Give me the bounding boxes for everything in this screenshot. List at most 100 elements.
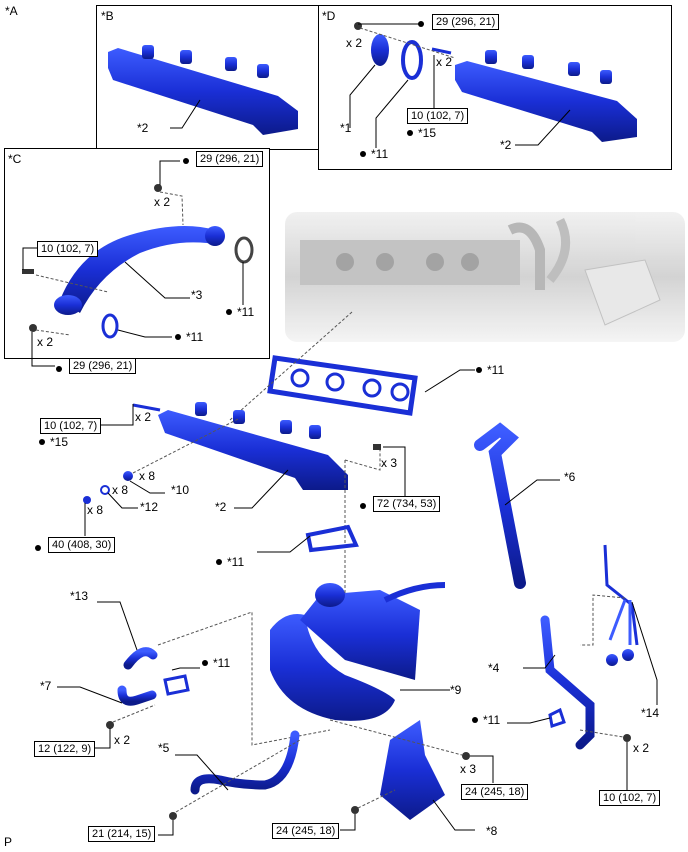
egr-pipe-3 <box>54 226 225 315</box>
figure-code-label: P <box>4 835 13 849</box>
quantity-stud-main: x 2 <box>135 410 152 424</box>
panel-d-label: *D <box>322 9 336 23</box>
torque-box-bolt24: 24 (245, 18) <box>461 784 529 800</box>
callout-part-6: *6 <box>564 470 576 484</box>
torque-spec-d-nut <box>418 18 429 31</box>
bullet-nut-main <box>35 542 46 555</box>
bullet-icon <box>418 20 424 27</box>
cover-plate-1 <box>371 34 389 66</box>
callout-part-2-b: *2 <box>137 121 149 135</box>
callout-part-13: *13 <box>70 589 89 603</box>
bullet-icon <box>360 150 366 157</box>
callout-part-11-d-text: *11 <box>371 147 389 161</box>
water-pipe-4 <box>540 615 595 750</box>
gasket-d <box>401 40 423 80</box>
callout-gasket-right-text: *11 <box>483 713 501 727</box>
torque-box-nut-main: 40 (408, 30) <box>48 537 116 553</box>
bullet-c-bottom <box>56 363 67 376</box>
callout-part-11-d: *11 <box>360 148 388 161</box>
callout-part-15-d: *15 <box>407 127 436 140</box>
bullet-icon <box>35 544 41 551</box>
torque-box-c-bolt: 10 (102, 7) <box>37 241 99 257</box>
bullet-icon <box>39 438 45 445</box>
quantity-bolt24: x 3 <box>460 762 477 776</box>
callout-gasket-top: *11 <box>476 364 504 377</box>
callout-part-5: *5 <box>158 741 170 755</box>
quantity-c-bottom: x 2 <box>37 335 54 349</box>
engine-block-illustration <box>285 212 685 342</box>
gasket-c-bottom <box>101 313 119 339</box>
callout-part-11-c-bottom-text: *11 <box>186 330 204 344</box>
exhaust-manifold-main <box>158 402 348 490</box>
pipe-7 <box>117 685 157 706</box>
bullet-icon <box>476 366 482 373</box>
callout-part-10: *10 <box>171 483 190 497</box>
bullet-icon <box>216 558 222 565</box>
water-pipe-6 <box>474 422 526 589</box>
callout-part-15-main: *15 <box>39 436 68 449</box>
bullet-icon <box>183 157 189 164</box>
torque-box-bolt12: 12 (122, 9) <box>34 741 96 757</box>
bullet-icon <box>360 502 366 509</box>
callout-part-11-c-right: *11 <box>226 306 254 319</box>
panel-c-label: *C <box>8 152 22 166</box>
callout-gasket-left-text: *11 <box>213 656 231 670</box>
callout-part-1-d: *1 <box>340 121 352 135</box>
torque-box-bolt21: 21 (214, 15) <box>88 826 156 842</box>
bullet-icon <box>175 333 181 340</box>
quantity-nut-main: x 8 <box>87 503 104 517</box>
view-label-a: *A <box>5 4 18 18</box>
callout-part-4: *4 <box>488 661 500 675</box>
quantity-nut3: x 3 <box>381 456 398 470</box>
callout-part-15-d-text: *15 <box>418 126 437 140</box>
callout-gasket-right: *11 <box>472 714 500 727</box>
quantity-d-nut: x 2 <box>346 36 363 50</box>
callout-part-9: *9 <box>450 683 462 697</box>
bullet-icon <box>472 716 478 723</box>
callout-part-11-c-right-text: *11 <box>237 305 255 319</box>
callout-gasket-mid: *11 <box>216 556 244 569</box>
exhaust-manifold-b <box>108 45 298 135</box>
panel-b-label: *B <box>101 9 114 23</box>
turbocharger-9 <box>270 582 446 721</box>
quantity-part-10: x 8 <box>139 469 156 483</box>
gasket-left <box>163 674 190 696</box>
bullet-c-top <box>183 155 194 168</box>
quantity-c-top: x 2 <box>154 195 171 209</box>
callout-gasket-top-text: *11 <box>487 363 505 377</box>
gasket-right <box>548 707 566 728</box>
callout-manifold-main: *2 <box>215 500 227 514</box>
callout-part-8: *8 <box>486 824 498 838</box>
callout-part-2-d: *2 <box>500 138 512 152</box>
bullet-nut3 <box>360 500 371 513</box>
callout-part-15-main-text: *15 <box>50 435 69 449</box>
callout-gasket-mid-text: *11 <box>227 555 245 569</box>
quantity-bolt12: x 2 <box>114 733 131 747</box>
bullet-icon <box>226 308 232 315</box>
quantity-bolt10: x 2 <box>633 741 650 755</box>
torque-box-bolt10: 10 (102, 7) <box>599 790 661 806</box>
water-pipe-5 <box>190 730 300 795</box>
hose-14 <box>603 544 639 646</box>
callout-part-3: *3 <box>191 288 203 302</box>
torque-box-stud-main: 10 (102, 7) <box>40 418 102 434</box>
bracket-8 <box>380 720 445 820</box>
exhaust-manifold-d <box>455 50 637 142</box>
torque-box-d-stud: 10 (102, 7) <box>407 108 469 124</box>
turbo-gasket <box>305 524 359 553</box>
callout-gasket-left: *11 <box>202 657 230 670</box>
quantity-part-12: x 8 <box>112 483 129 497</box>
callout-part-7: *7 <box>40 679 52 693</box>
bullet-icon <box>202 659 208 666</box>
callout-part-11-c-bottom: *11 <box>175 331 203 344</box>
hose-13 <box>123 647 158 670</box>
bullet-icon <box>56 365 62 372</box>
torque-box-c-bottom: 29 (296, 21) <box>69 358 137 374</box>
torque-box-d-nut: 29 (296, 21) <box>432 14 500 30</box>
gasket-c-right <box>234 236 254 264</box>
manifold-gasket-top <box>267 355 418 416</box>
callout-part-14: *14 <box>641 706 660 720</box>
callout-part-12: *12 <box>140 500 159 514</box>
bullet-icon <box>407 129 413 136</box>
